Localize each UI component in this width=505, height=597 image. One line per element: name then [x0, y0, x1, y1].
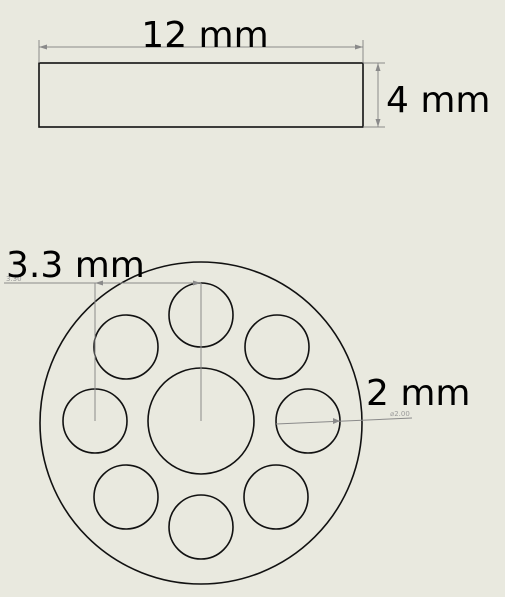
spacing-label: 3.3 mm	[6, 245, 145, 286]
side-view: 12 mm 4 mm	[38, 15, 490, 128]
top-view: 3.30 3.3 mm ⌀2.00 2 mm	[4, 245, 470, 585]
hole-bottom	[168, 494, 234, 560]
hole-diameter-arrow	[333, 418, 340, 424]
hole-bottom-right	[243, 464, 309, 530]
height-label: 4 mm	[386, 80, 490, 121]
height-arrow-top	[375, 63, 381, 71]
hole-diameter-leader	[275, 417, 413, 425]
spacing-arrow-left	[95, 280, 103, 286]
hole-label: 2 mm	[366, 373, 470, 414]
disc-outer-circle	[39, 261, 363, 585]
width-arrow-left	[39, 44, 47, 50]
hole-small-label: ⌀2.00	[390, 410, 410, 418]
spacing-arrow-right	[193, 280, 201, 286]
hole-right	[275, 388, 341, 454]
hole-top-right	[244, 314, 310, 380]
width-label: 12 mm	[141, 15, 268, 56]
disc-side-profile	[38, 62, 364, 128]
spacing-dimension: 3.30 3.3 mm	[4, 245, 202, 421]
hole-diameter-dimension: ⌀2.00 2 mm	[275, 373, 470, 425]
height-arrow-bottom	[375, 119, 381, 127]
spacing-small-label: 3.30	[6, 275, 22, 283]
hole-top-left	[93, 314, 159, 380]
width-dimension: 12 mm	[38, 15, 364, 63]
height-dimension: 4 mm	[363, 62, 490, 128]
width-arrow-right	[355, 44, 363, 50]
hole-bottom-left	[93, 464, 159, 530]
